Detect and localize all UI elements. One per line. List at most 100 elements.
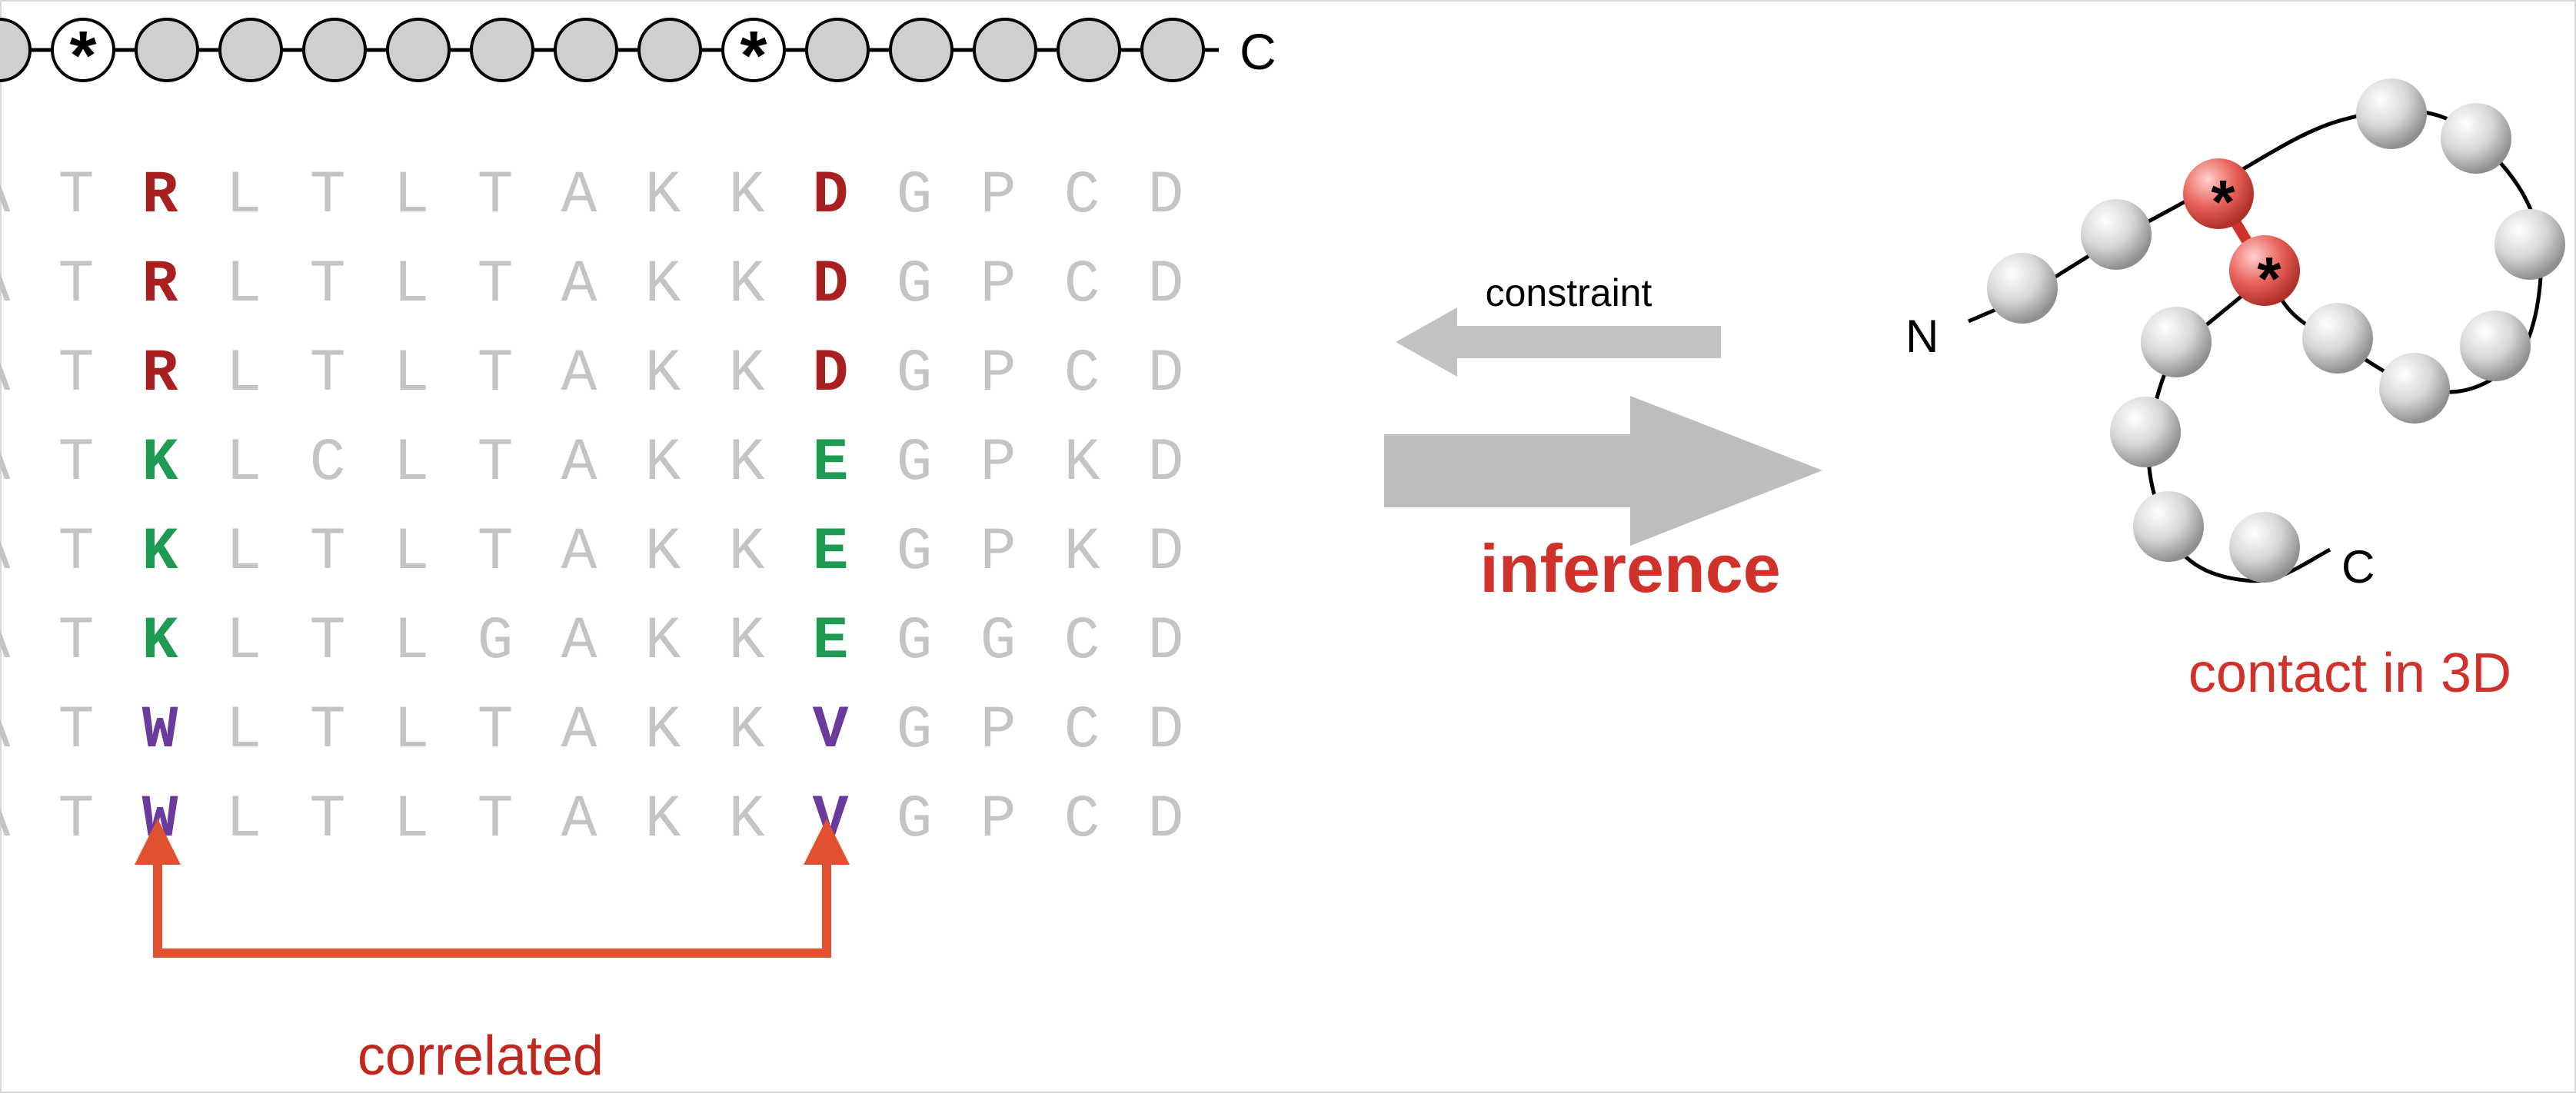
alignment-residue: C [1064, 162, 1100, 230]
alignment-residue: L [394, 697, 430, 765]
correlation-bracket: correlated [135, 819, 850, 1087]
alignment-residue: T [58, 430, 95, 497]
alignment-residue: A [0, 162, 11, 230]
alignment-residue: T [58, 251, 95, 319]
constraint-arrow-shaft [1452, 326, 1721, 358]
alignment-residue: P [980, 697, 1017, 765]
alignment-residue: A [0, 251, 11, 319]
alignment-residue: P [980, 162, 1017, 230]
alignment-residue: T [58, 162, 95, 230]
alignment-residue: D [1148, 341, 1184, 408]
constraint-arrow: constraint [1396, 271, 1721, 377]
alignment-row: ATRLTLTAKKDGPCD [0, 341, 1183, 408]
chain-bead-marked [721, 18, 786, 82]
alignment-residue: T [478, 341, 514, 408]
alignment-residue: A [0, 430, 11, 497]
alignment-residue: T [310, 608, 346, 676]
chain-c-terminus-label: C [1240, 23, 1276, 80]
alignment-row: ATWLTLTAKKVGPCD [0, 786, 1183, 854]
alignment-residue: L [394, 786, 430, 854]
chain-bead [470, 18, 534, 82]
structure-bead [2356, 78, 2427, 149]
alignment-residue: K [645, 608, 681, 676]
alignment-residue: L [394, 430, 430, 497]
alignment-residue: G [897, 697, 933, 765]
inference-arrow: inference [1384, 396, 1822, 606]
alignment-residue: T [58, 341, 95, 408]
structure-bead [2110, 397, 2181, 467]
structure-bead-contact [2229, 235, 2300, 306]
chain-bead [135, 18, 199, 82]
chain-bead [554, 18, 618, 82]
chain-bead [218, 18, 283, 82]
alignment-residue: C [1064, 608, 1100, 676]
alignment-residue: L [394, 162, 430, 230]
alignment-residue-correlated: R [142, 341, 178, 408]
structure-bead [2302, 303, 2373, 374]
alignment-residue: K [729, 430, 765, 497]
alignment-residue: G [897, 608, 933, 676]
structure-bead [2133, 491, 2204, 562]
chain-bead [973, 18, 1037, 82]
alignment-residue: D [1148, 430, 1184, 497]
structure-bead-contact [2183, 158, 2254, 229]
alignment-residue: K [1064, 430, 1100, 497]
alignment-residue: A [0, 697, 11, 765]
structure-bead [2460, 311, 2531, 381]
alignment-residue: G [980, 608, 1017, 676]
alignment-residue: K [729, 162, 765, 230]
alignment-residue: D [1148, 519, 1184, 586]
alignment-residue: P [980, 430, 1017, 497]
alignment-residue: L [226, 162, 262, 230]
alignment-residue: D [1148, 251, 1184, 319]
alignment-residue: K [645, 786, 681, 854]
chain-marker-asterisk: * [740, 18, 767, 95]
alignment-residue: D [1148, 608, 1184, 676]
structure-marker-asterisk: * [2211, 168, 2235, 236]
alignment-residue: A [0, 519, 11, 586]
contact-caption: contact in 3D [2188, 643, 2511, 704]
alignment-residue: K [645, 519, 681, 586]
chain-bead [889, 18, 954, 82]
alignment-residue: G [897, 786, 933, 854]
alignment-residue: T [58, 697, 95, 765]
alignment-residue: L [226, 786, 262, 854]
alignment-residue: L [226, 341, 262, 408]
alignment-residue: C [1064, 697, 1100, 765]
alignment-residue: C [1064, 341, 1100, 408]
correlation-arrowhead-left [135, 819, 181, 865]
alignment-residue-correlated: E [813, 519, 849, 586]
chain-bead-marked [51, 18, 115, 82]
alignment-residue: T [310, 251, 346, 319]
chain-bead [805, 18, 870, 82]
alignment-residue: G [897, 341, 933, 408]
structure-bead [2494, 209, 2565, 280]
alignment-residue: T [478, 786, 514, 854]
alignment-residue: G [478, 608, 514, 676]
alignment-residue: A [561, 697, 597, 765]
alignment-residue: T [478, 162, 514, 230]
alignment-residue: K [729, 786, 765, 854]
alignment-residue: L [394, 251, 430, 319]
alignment-residue-correlated: K [142, 430, 178, 497]
alignment-residue: T [58, 608, 95, 676]
alignment-residue: P [980, 519, 1017, 586]
alignment-row: ATRLTLTAKKDGPCD [0, 251, 1183, 319]
alignment-row: ATKLTLTAKKEGPKD [0, 519, 1183, 586]
alignment-residue: K [645, 430, 681, 497]
alignment-residue: D [1148, 786, 1184, 854]
alignment-residue: T [478, 430, 514, 497]
alignment-residue-correlated: K [142, 608, 178, 676]
alignment-residue: L [226, 519, 262, 586]
structure-marker-asterisk: * [2257, 244, 2281, 313]
3d-structure: ** N C contact in 3D [1905, 78, 2565, 704]
chain-bead [386, 18, 451, 82]
alignment-residue: G [897, 162, 933, 230]
alignment-residue: D [1148, 162, 1184, 230]
chain-bead [637, 18, 702, 82]
alignment-residue-correlated: E [813, 430, 849, 497]
alignment-residue: K [729, 697, 765, 765]
structure-bead [2441, 103, 2511, 174]
alignment-residue: L [226, 430, 262, 497]
alignment-residue: A [561, 786, 597, 854]
